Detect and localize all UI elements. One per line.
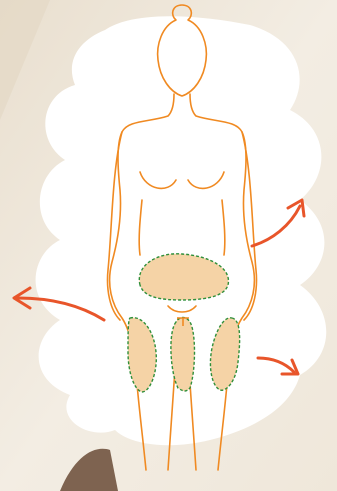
treatment-zones <box>128 254 240 392</box>
